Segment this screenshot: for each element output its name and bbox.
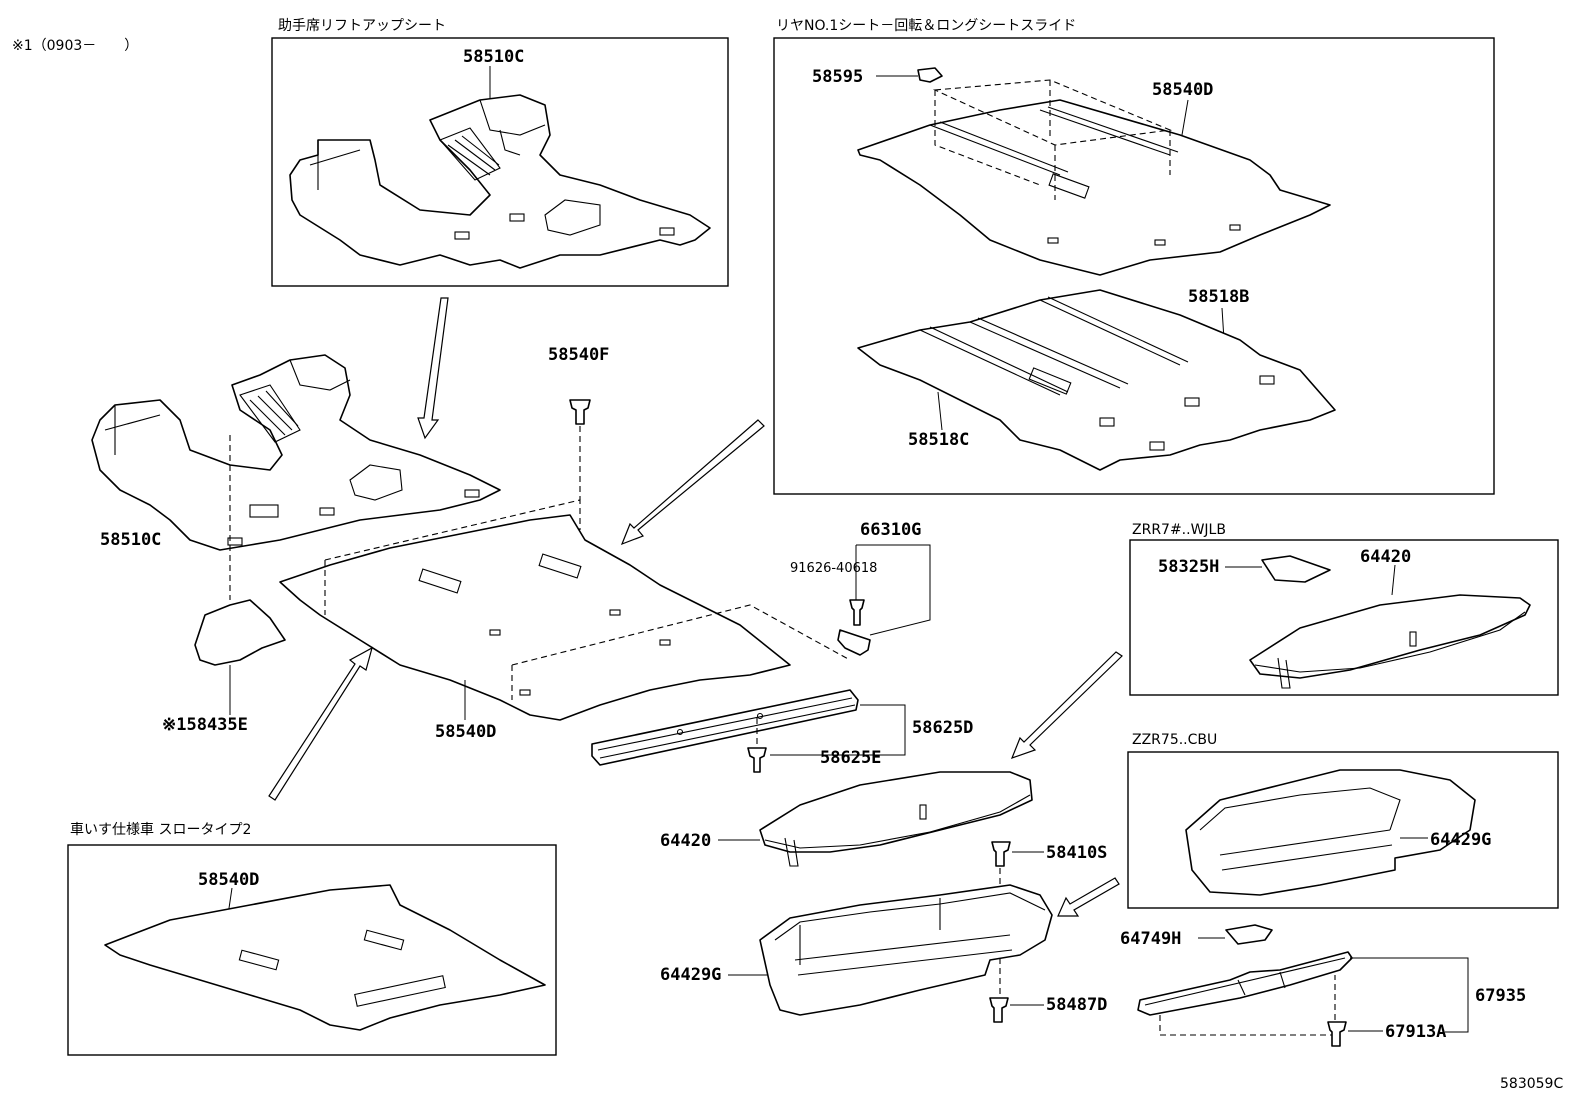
rear-seat-box: リヤNO.1シート－回転＆ロングシートスライド 58595 58540D 585… xyxy=(773,18,1495,495)
cover-58325H xyxy=(1261,555,1331,583)
label-58540D-main: 58540D xyxy=(435,722,496,742)
silencer-58435E xyxy=(194,599,286,715)
arrow-wheelchair xyxy=(268,646,373,801)
bracket-64749H xyxy=(1225,924,1273,945)
label-58518B: 58518B xyxy=(1188,287,1249,307)
label-91626: 91626-40618 xyxy=(790,561,877,576)
label-58625D: 58625D xyxy=(912,718,973,738)
rail-58625D xyxy=(591,689,859,766)
clip-58540F xyxy=(569,399,591,425)
clip-58595 xyxy=(917,67,943,83)
clip-67913A xyxy=(1327,1021,1347,1047)
label-58540D-wc: 58540D xyxy=(198,870,259,890)
rear-floor-carpet-lower xyxy=(857,289,1336,471)
zzr75-caption: ZZR75..CBU xyxy=(1132,732,1217,748)
arrow-zrr7 xyxy=(1010,651,1123,759)
note-text: ※1（0903－ ） xyxy=(12,38,138,54)
tray-lid-64420-main xyxy=(759,771,1033,867)
wheelchair-caption: 車いす仕様車 スロータイプ2 xyxy=(70,821,251,838)
rear-seat-frame xyxy=(773,37,1495,495)
tray-64429G-box xyxy=(1185,769,1476,896)
scuff-plate-67935 xyxy=(1137,951,1353,1016)
label-66310G: 66310G xyxy=(860,520,921,540)
rear-seat-caption: リヤNO.1シート－回転＆ロングシートスライド xyxy=(776,18,1076,34)
label-58595: 58595 xyxy=(812,67,863,87)
label-64429G-box: 64429G xyxy=(1430,830,1491,850)
wheelchair-frame xyxy=(67,844,557,1056)
label-64749H: 64749H xyxy=(1120,929,1181,949)
bracket-66310G xyxy=(837,629,871,656)
tray-lid-64420-box xyxy=(1249,594,1531,689)
label-58487D: 58487D xyxy=(1046,995,1107,1015)
label-58410S: 58410S xyxy=(1046,843,1107,863)
rear-floor-carpet-upper xyxy=(857,99,1331,276)
label-67935: 67935 xyxy=(1475,986,1526,1006)
lift-up-seat-box: 助手席リフトアップシート 58510C xyxy=(271,18,729,287)
clip-58625E xyxy=(747,747,767,773)
diagram-id: 583059C xyxy=(1500,1076,1563,1092)
label-58518C: 58518C xyxy=(908,430,969,450)
arrow-rear-seat xyxy=(620,419,765,546)
arrow-zzr75 xyxy=(1057,877,1120,917)
zrr7-frame xyxy=(1129,539,1559,696)
label-64420-box: 64420 xyxy=(1360,547,1411,567)
clip-58487D xyxy=(989,997,1009,1023)
lift-up-seat-caption: 助手席リフトアップシート xyxy=(278,18,446,34)
arrow-lift-up xyxy=(417,297,449,440)
floor-carpet-rear-main xyxy=(279,514,791,721)
bolt-91626 xyxy=(849,599,865,626)
lift-up-seat-frame xyxy=(271,37,729,287)
label-58510C-top: 58510C xyxy=(463,47,524,67)
zrr7-box: ZRR7#..WJLB 58325H 64420 xyxy=(1129,522,1559,696)
label-58325H: 58325H xyxy=(1158,557,1219,577)
label-67913A: 67913A xyxy=(1385,1022,1446,1042)
zzr75-frame xyxy=(1127,751,1559,909)
clip-58410S xyxy=(991,841,1011,867)
zzr75-box: ZZR75..CBU 64429G xyxy=(1127,732,1559,909)
floor-carpet-wheelchair xyxy=(104,884,546,1031)
wheelchair-box: 車いす仕様車 スロータイプ2 58540D xyxy=(67,821,557,1056)
label-58625E: 58625E xyxy=(820,748,881,768)
label-64420-main: 64420 xyxy=(660,831,711,851)
zrr7-caption: ZRR7#..WJLB xyxy=(1132,522,1226,538)
label-58540D-rear: 58540D xyxy=(1152,80,1213,100)
floor-carpet-front-main xyxy=(91,354,501,551)
label-64429G-main: 64429G xyxy=(660,965,721,985)
label-58540F: 58540F xyxy=(548,345,609,365)
label-58510C-main: 58510C xyxy=(100,530,161,550)
floor-carpet-front-top xyxy=(289,94,711,269)
tray-64429G-main xyxy=(759,884,1053,1016)
label-58435E: ※158435E xyxy=(162,715,248,735)
